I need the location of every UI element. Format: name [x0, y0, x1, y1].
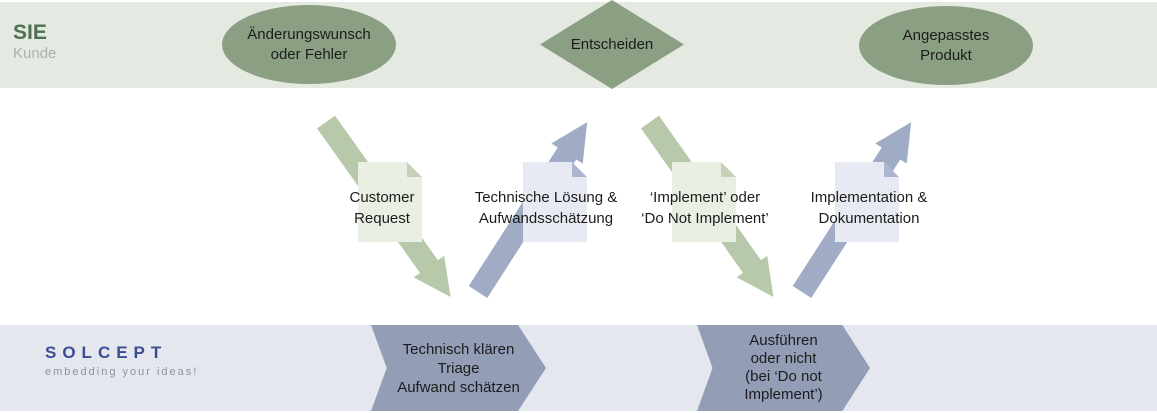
- step-triage-chevron: Technisch klären Triage Aufwand schätzen: [371, 325, 546, 411]
- flow-label-implement-decision: ‘Implement’ oder‘Do Not Implement’: [641, 189, 769, 227]
- solcept-tagline: embedding your ideas!: [45, 366, 199, 378]
- node-change-request-label: Änderungswunsch oder Fehler: [247, 25, 371, 63]
- document-icon: [358, 162, 422, 242]
- solcept-logo-block: SOLCEPT embedding your ideas!: [45, 344, 198, 378]
- node-change-request: Änderungswunsch oder Fehler: [222, 5, 396, 84]
- document-icon: [523, 162, 587, 242]
- solcept-logo: SOLCEPT: [45, 343, 168, 362]
- solcept-lane: [0, 325, 1157, 411]
- step-execute-chevron: Ausführen oder nicht (bei ‘Do not Implem…: [697, 325, 870, 411]
- node-adapted-product-label: Angepasstes Produkt: [902, 26, 990, 64]
- flow-label-technical-solution: Technische Lösung &Aufwandsschätzung: [474, 189, 618, 227]
- document-icon: [835, 162, 899, 242]
- customer-lane-label: SIE Kunde: [13, 21, 56, 62]
- node-decide-label: Entscheiden: [570, 35, 654, 53]
- customer-lane: SIE Kunde Änderungswunsch oder Fehler An…: [0, 2, 1157, 88]
- customer-lane-subtitle: Kunde: [13, 45, 57, 63]
- flow-label-implementation: Implementation &Dokumentation: [810, 189, 928, 227]
- node-adapted-product: Angepasstes Produkt: [859, 6, 1033, 85]
- customer-lane-title: SIE: [13, 21, 47, 44]
